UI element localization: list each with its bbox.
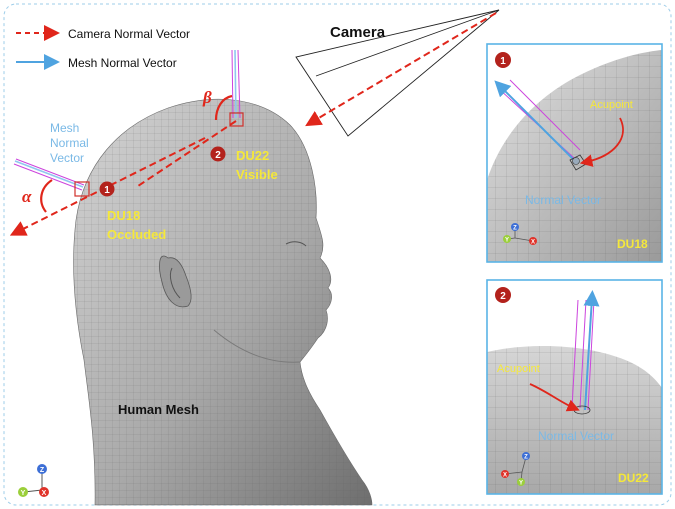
legend: Camera Normal Vector Mesh Normal Vector xyxy=(16,25,190,70)
du18-marker-box xyxy=(74,181,90,197)
inset2-normal-label: Normal Vector xyxy=(538,429,614,443)
axis-x-dot xyxy=(39,487,49,497)
badge-2 xyxy=(210,146,226,162)
inset2-tube-b xyxy=(587,299,595,411)
inset2-axis-y: Y xyxy=(519,481,523,487)
inset1-border xyxy=(486,43,663,263)
du18-name: DU18 xyxy=(107,208,140,223)
inset1-acupoint-arrow xyxy=(579,117,624,167)
axis-z-label: Z xyxy=(40,467,45,474)
human-mesh-label: Human Mesh xyxy=(118,402,199,417)
inset2-acupoint-arrow xyxy=(529,383,580,412)
inset2-acupoint-label: Acupoint xyxy=(497,363,540,375)
inset2-border xyxy=(486,279,663,495)
mesh-normal-label-line3: Vector xyxy=(50,151,84,165)
du22-marker-box xyxy=(229,112,244,127)
inset2-axis-z: Z xyxy=(524,455,528,461)
camera-frustum: Camera xyxy=(295,9,500,137)
inset2-normal-arrow xyxy=(583,290,600,411)
ear-fold xyxy=(169,267,181,299)
head-wireframe xyxy=(73,99,372,506)
du22-status: Visible xyxy=(236,167,278,182)
camera-frustum-outline xyxy=(295,9,500,137)
axis-y-dot xyxy=(18,487,28,497)
legend-mesh-label: Mesh Normal Vector xyxy=(68,56,177,70)
mesh-normal-label-line1: Mesh xyxy=(50,121,79,135)
du18-status: Occluded xyxy=(107,227,166,242)
camera-frustum-edge xyxy=(315,9,500,77)
badge-1 xyxy=(99,181,115,197)
axis-y-label: Y xyxy=(21,490,26,497)
du18-normal-tube-b xyxy=(15,158,85,186)
beta-label: β xyxy=(202,88,212,107)
inset2-tube-a xyxy=(571,299,579,409)
inset1-normal-label: Normal Vector xyxy=(525,193,601,207)
inset1-axis-z: Z xyxy=(513,226,517,232)
alpha-arc xyxy=(40,179,53,213)
human-mesh: Human Mesh xyxy=(73,98,373,506)
beta-arc xyxy=(214,94,233,121)
du22-normal-tube-a xyxy=(231,49,234,119)
inset1-axis-y: Y xyxy=(505,238,509,244)
inset1-acupoint-dot xyxy=(572,157,580,165)
du22-normal-tube-b xyxy=(237,49,241,119)
inset1-tube-b xyxy=(509,79,581,151)
inset1-badge-number: 1 xyxy=(500,56,506,67)
inset1-axis-x: X xyxy=(531,240,535,246)
inset1-axes-gizmo: Z Y X xyxy=(503,223,537,246)
inset-du22: 2 Acupoint Normal Vector DU22 Z X Y xyxy=(486,279,663,495)
point-du18: α Mesh Normal Vector 1 DU18 Occluded xyxy=(9,121,206,242)
du18-normal-vector xyxy=(14,160,84,188)
du22-name: DU22 xyxy=(236,148,269,163)
camera-normal-arrow xyxy=(305,12,497,127)
inset2-axes-gizmo: Z X Y xyxy=(501,452,530,487)
inset2-wireframe xyxy=(487,346,662,494)
axis-x-label: X xyxy=(42,490,47,497)
inset-du18: 1 Acupoint Normal Vector DU18 Z Y X xyxy=(486,43,663,263)
point-du22: β 2 DU22 Visible xyxy=(137,49,278,187)
inset1-acupoint-label: Acupoint xyxy=(590,99,633,111)
inset1-badge xyxy=(495,52,511,68)
inset2-tube-c xyxy=(579,299,587,409)
inset1-wireframe xyxy=(487,50,662,262)
inset1-normal-arrow xyxy=(494,80,575,161)
inset2-code: DU22 xyxy=(618,471,649,485)
jaw-line xyxy=(213,329,301,363)
inset2-badge xyxy=(495,287,511,303)
eye-line xyxy=(285,241,307,247)
alpha-label: α xyxy=(22,187,32,206)
inset2-axis-x: X xyxy=(503,473,507,479)
axes-gizmo-main: Z Y X xyxy=(18,464,49,497)
legend-camera-label: Camera Normal Vector xyxy=(68,27,190,41)
du22-camera-ray xyxy=(137,120,237,187)
du22-normal-vector xyxy=(234,49,237,119)
inset1-code: DU18 xyxy=(617,237,648,251)
ear xyxy=(159,255,192,308)
inset2-badge-number: 2 xyxy=(500,291,506,302)
mesh-normal-label-line2: Normal xyxy=(50,136,89,150)
badge-1-number: 1 xyxy=(104,185,110,196)
axis-z-dot xyxy=(37,464,47,474)
camera-label: Camera xyxy=(330,24,386,41)
badge-2-number: 2 xyxy=(215,150,221,161)
du18-normal-tube-a xyxy=(13,163,83,191)
